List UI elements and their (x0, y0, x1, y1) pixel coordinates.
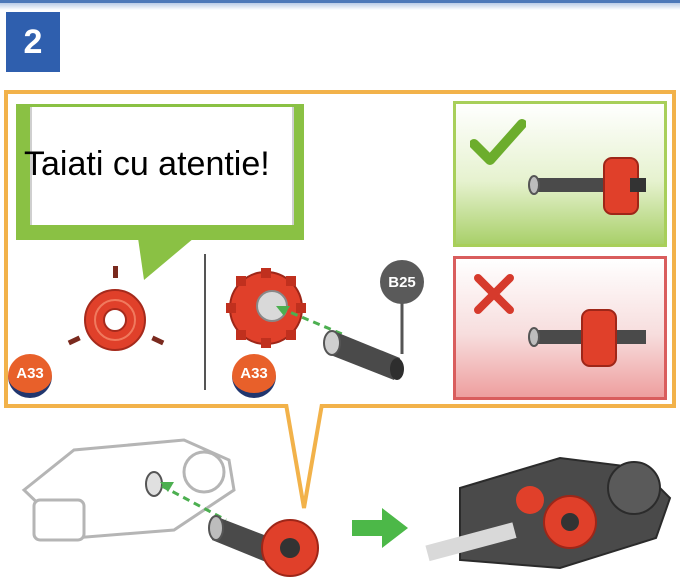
check-icon (470, 119, 526, 165)
cross-icon (474, 274, 514, 314)
divider-line (204, 254, 206, 390)
part-label-a33-middle: A33 (232, 354, 276, 398)
callout-pointer (138, 238, 194, 280)
correct-assembly-icon (528, 157, 646, 215)
part-label-b25: B25 (380, 260, 424, 304)
red-gear-icon (226, 268, 306, 348)
gear-cut-diagram (67, 266, 165, 351)
assembly-diagram (226, 268, 404, 380)
assembled-housing-icon (425, 456, 672, 570)
step-number-badge: 2 (6, 12, 60, 72)
note-text: Taiati cu atentie! (24, 145, 270, 183)
wrong-assembly-icon (528, 309, 646, 367)
panel-connector (284, 404, 324, 509)
wrong-example-panel (453, 256, 667, 400)
arrow-right-icon (352, 508, 408, 548)
housing-outline-icon (21, 438, 319, 577)
axle-icon (323, 330, 404, 380)
correct-example-panel (453, 101, 667, 247)
note-box: Taiati cu atentie! (24, 107, 294, 225)
header-rule (0, 0, 680, 10)
part-label-a33-left: A33 (8, 354, 52, 398)
